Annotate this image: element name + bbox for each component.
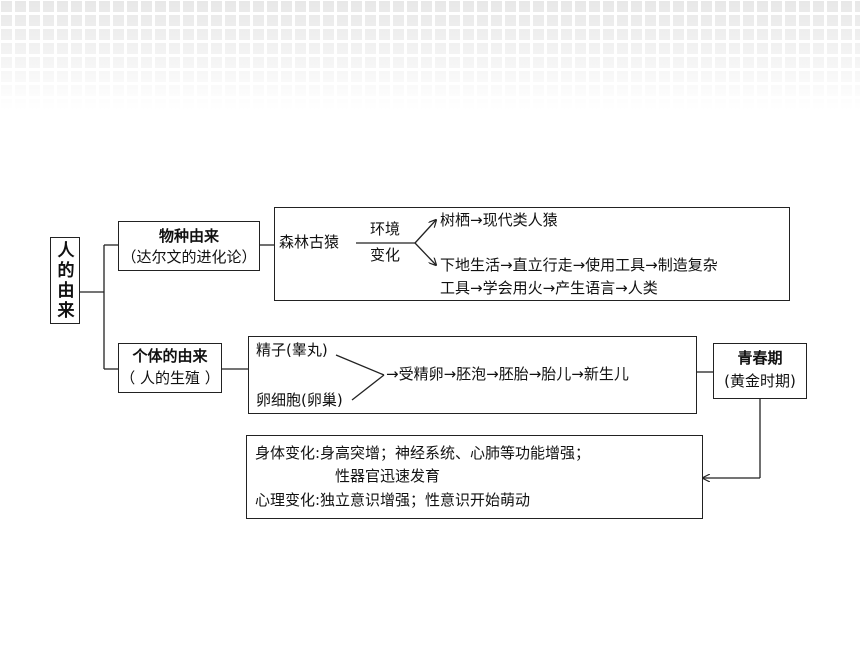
individual-title: 个体的由来: [132, 347, 208, 365]
trees-arrow: [414, 220, 436, 244]
ground-branch-line1: 下地生活→直立行走→使用工具→制造复杂: [440, 256, 718, 274]
individual-subtitle: （ 人的生殖 ）: [120, 369, 220, 387]
species-subtitle: （达尔文的进化论）: [121, 248, 257, 266]
sperm-line: [335, 354, 385, 376]
root-box: [50, 237, 80, 324]
env-line2: 变化: [370, 246, 401, 264]
physical-change-line2: 性器官迅速发育: [335, 467, 441, 485]
puberty-title: 青春期: [737, 349, 783, 367]
puberty-box: [713, 343, 807, 399]
ancestor-label: 森林古猿: [279, 233, 340, 251]
header-pattern: [0, 0, 860, 110]
species-box: [118, 221, 260, 271]
individual-content-box: [248, 336, 697, 414]
species-content-box: [274, 207, 790, 301]
ground-branch-line2: 工具→学会用火→产生语言→人类: [440, 279, 658, 297]
egg-line: [351, 374, 385, 401]
trees-branch: 树栖→现代类人猿: [440, 211, 558, 229]
egg-label: 卵细胞(卵巢): [256, 391, 343, 409]
physical-change-line1: 身体变化:身高突增；神经系统、心肺等功能增强；: [255, 444, 591, 462]
root-label: 人的由来: [57, 241, 75, 321]
changes-box: [246, 435, 703, 519]
env-line1: 环境: [370, 220, 401, 238]
puberty-subtitle: (黄金时期): [724, 372, 796, 390]
species-title: 物种由来: [158, 227, 219, 245]
development-chain: →受精卵→胚泡→胚胎→胎儿→新生儿: [386, 365, 629, 383]
ground-arrow: [414, 242, 436, 265]
mental-change: 心理变化:独立意识增强；性意识开始萌动: [255, 491, 531, 509]
individual-box: [118, 343, 222, 393]
sperm-label: 精子(睾丸): [256, 341, 328, 359]
